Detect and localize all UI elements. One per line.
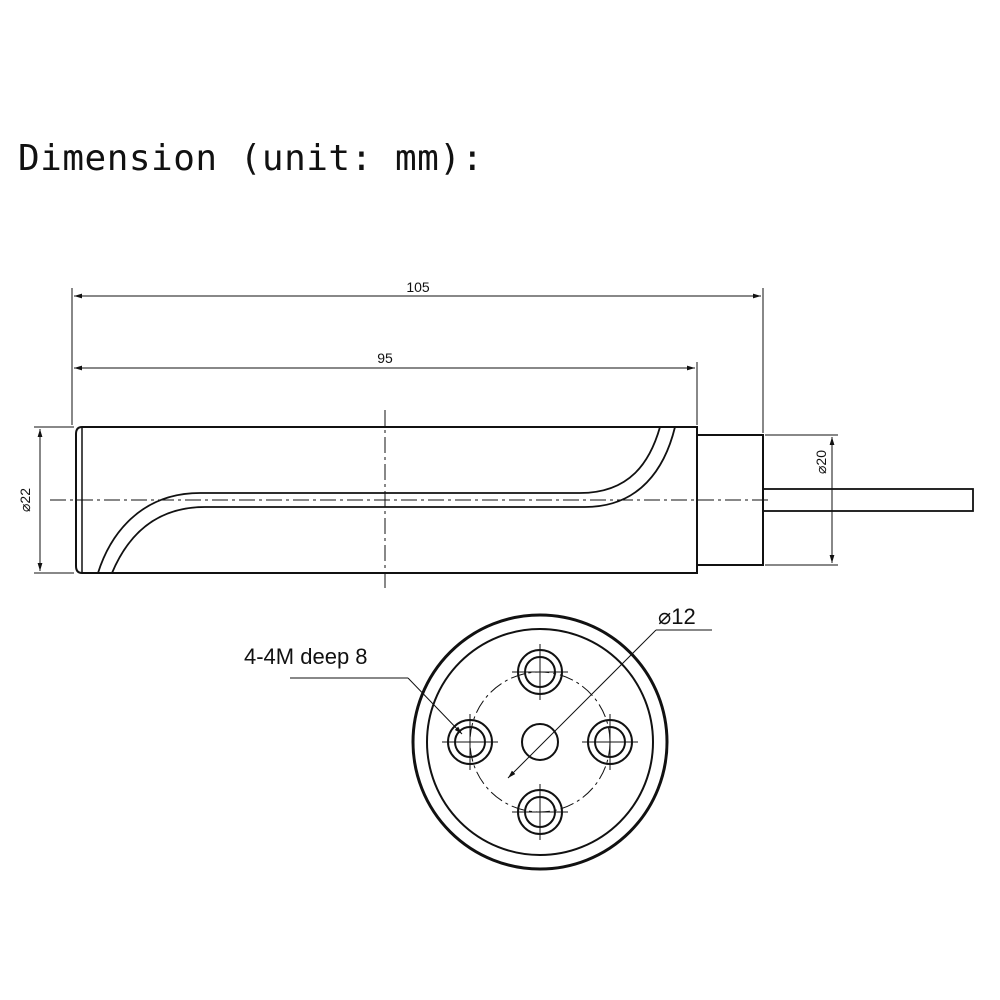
hole-top	[512, 644, 568, 700]
hole-bottom	[512, 784, 568, 840]
dim-end-diameter: ⌀20	[813, 450, 829, 474]
page-title: Dimension (unit: mm):	[18, 138, 484, 179]
label-bolt-circle: ⌀12	[658, 604, 696, 629]
end-view: ⌀12 4-4M deep 8	[244, 604, 712, 871]
cable	[762, 488, 974, 512]
dim-total-length: 105	[406, 279, 430, 295]
dim-body-length: 95	[377, 350, 393, 366]
hole-left	[442, 714, 498, 770]
label-holes: 4-4M deep 8	[244, 644, 368, 669]
hole-right	[582, 714, 638, 770]
dim-body-diameter: ⌀22	[17, 488, 33, 512]
side-view: 105 95 ⌀22 ⌀20	[17, 279, 974, 590]
